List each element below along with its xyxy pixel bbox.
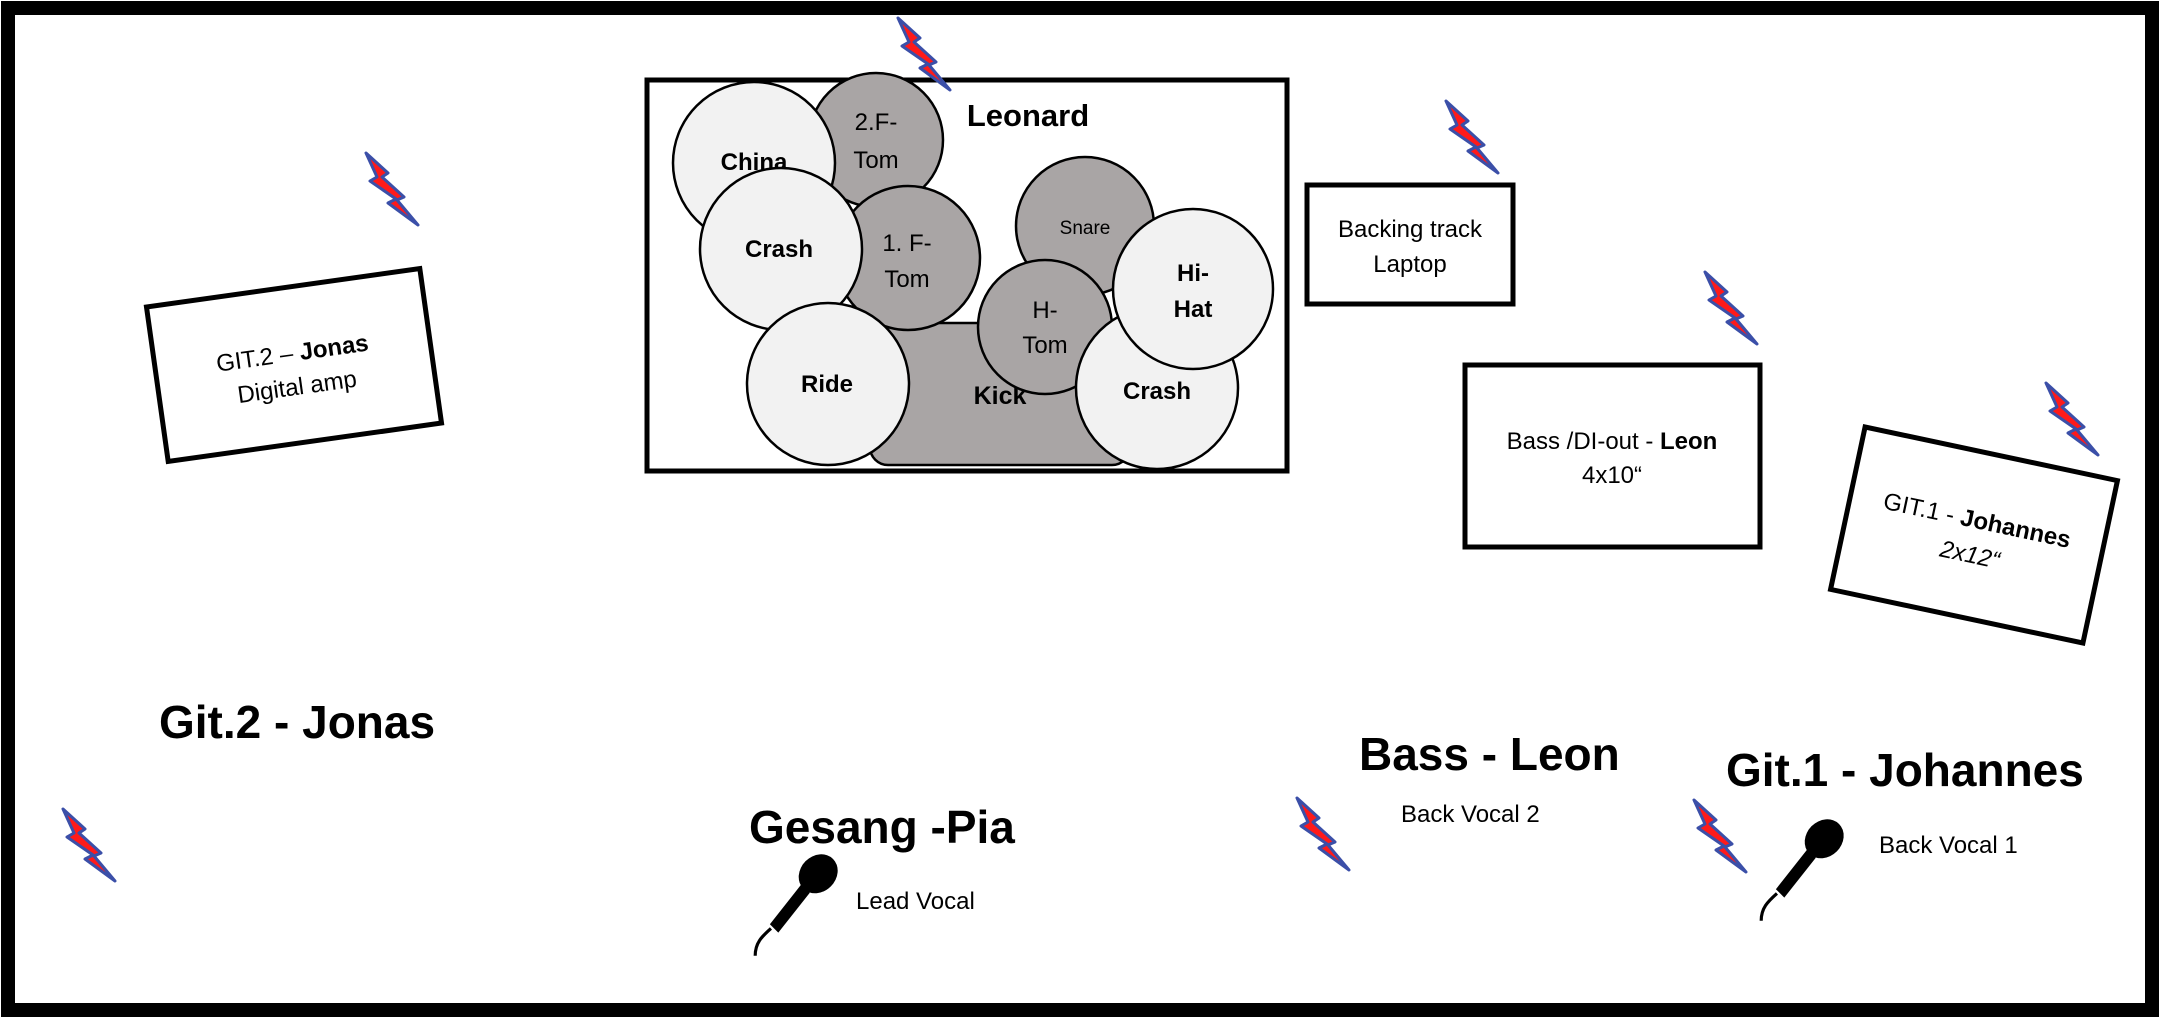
musician-git2: Git.2 - Jonas xyxy=(159,696,435,748)
musician-git1: Git.1 - Johannes xyxy=(1726,744,2084,796)
musician-vocals: Gesang -Pia xyxy=(749,801,1015,853)
crash-right-label: Crash xyxy=(1123,378,1191,405)
hanging-tom-label-line1: H- xyxy=(1032,297,1057,324)
hi-hat-label-line2: Hat xyxy=(1174,296,1213,323)
backing-track-box xyxy=(1304,182,1516,307)
back-vocal-1-label: Back Vocal 1 xyxy=(1879,832,2018,859)
drummer-name: Leonard xyxy=(967,98,1089,133)
musician-bass: Bass - Leon xyxy=(1359,728,1620,780)
git1-amp: GIT.1 - Johannes 2x12“ xyxy=(1827,424,2121,646)
hi-hat-cymbal xyxy=(1111,207,1275,371)
floor-tom-1-label-line2: Tom xyxy=(884,266,929,293)
floor-tom-1-label-line1: 1. F- xyxy=(882,230,931,257)
back-vocal-2-label: Back Vocal 2 xyxy=(1401,801,1540,828)
crash-left-label: Crash xyxy=(745,236,813,263)
hanging-tom-label-line2: Tom xyxy=(1022,332,1067,359)
lead-vocal-label: Lead Vocal xyxy=(856,888,975,915)
floor-tom-2-label-line1: 2.F- xyxy=(855,109,898,136)
floor-tom-2-label-line2: Tom xyxy=(853,147,898,174)
bass-amp xyxy=(1462,362,1763,550)
bass-amp-line1: Bass /DI-out - Leon xyxy=(1507,428,1718,455)
git2-amp: GIT.2 – Jonas Digital amp xyxy=(143,265,445,465)
snare-label: Snare xyxy=(1060,218,1111,239)
ride-label: Ride xyxy=(801,371,853,398)
hi-hat-label-line1: Hi- xyxy=(1177,260,1209,287)
bass-amp-line2: 4x10“ xyxy=(1582,462,1642,489)
ride-cymbal xyxy=(745,301,911,467)
backing-track-line1: Backing track xyxy=(1338,216,1483,243)
backing-track-line2: Laptop xyxy=(1373,251,1446,278)
